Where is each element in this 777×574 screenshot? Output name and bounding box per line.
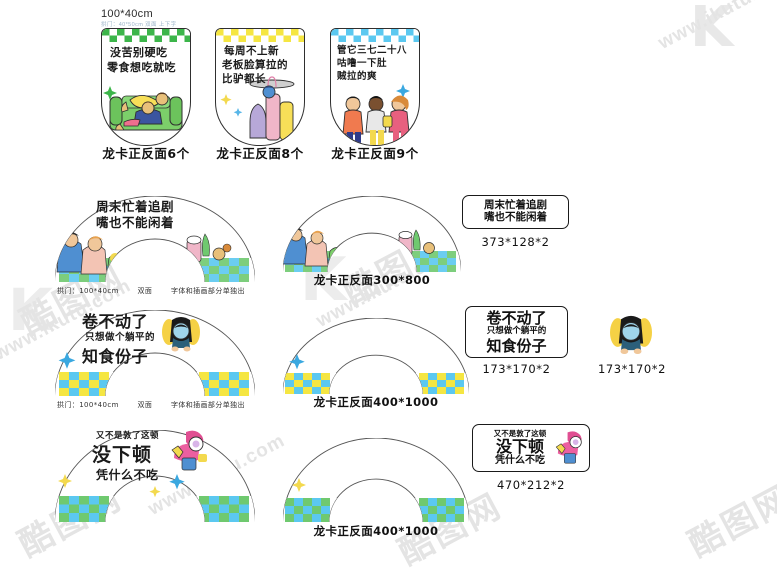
illustration-card-3 xyxy=(331,42,419,145)
card-2-line-2: 老板脸算拉的 xyxy=(222,59,288,71)
illustration-card-1 xyxy=(102,42,190,145)
arch-row-3-center-caption: 龙卡正反面400*1000 xyxy=(313,524,439,538)
arch-row-3-headline-line-2: 没下顿 xyxy=(92,444,153,466)
chip-row-3-line-3: 凭什么不吃 xyxy=(495,455,545,467)
card-1-caption: 龙卡正反面6个 xyxy=(102,146,190,161)
card-1-line-2: 零食想吃就吃 xyxy=(107,61,176,74)
watermark-url-top-right: www.ikutu.com xyxy=(654,0,777,54)
chip-row-2-line-1: 卷不动了 xyxy=(486,308,547,327)
card-2-line-3: 比驴都长 xyxy=(222,73,266,85)
arch-row-2-left[interactable] xyxy=(54,309,256,401)
chip-row-2[interactable]: 卷不动了 只想做个躺平的 知食份子 xyxy=(465,306,568,358)
arch-row-1-spec-0: 拱门：100*40cm xyxy=(57,287,119,295)
card-3-caption: 龙卡正反面9个 xyxy=(331,146,419,161)
chip-row-3-dimension: 470*212*2 xyxy=(496,478,566,492)
arch-row-1-headline-line-1: 周末忙着追剧 xyxy=(96,199,175,214)
arch-row-2-spec-0: 拱门：100*40cm xyxy=(57,401,119,409)
arch-row-3-center[interactable] xyxy=(282,437,470,527)
design-card-2[interactable] xyxy=(215,28,305,146)
arch-row-1-center-caption: 龙卡正反面300*800 xyxy=(313,273,431,287)
chip-row-3-line-2: 没下顿 xyxy=(495,436,544,456)
chip-row-2-dimension: 173*170*2 xyxy=(482,362,551,376)
top-size-sub-note: 拱门：40*50cm 双面 上下字 xyxy=(101,22,177,28)
svg-text:K: K xyxy=(8,276,55,344)
arch-row-2-spec-1: 双面 xyxy=(137,401,153,409)
checker-band-card-1 xyxy=(102,29,190,42)
design-card-3[interactable] xyxy=(330,28,420,146)
eating-character-icon-row-3 xyxy=(168,428,210,477)
arch-row-2-headline-line-3: 知食份子 xyxy=(82,347,149,366)
card-3-line-3: 贼拉的爽 xyxy=(337,71,378,82)
arch-row-3-headline-line-1: 又不是敦了这顿 xyxy=(96,431,160,441)
tangping-character-icon-standalone xyxy=(610,310,652,360)
chip-row-3[interactable]: 又不是敦了这顿 没下顿 凭什么不吃 xyxy=(472,424,590,472)
eating-character-icon-chip-row-3 xyxy=(553,429,587,470)
card-3-line-1: 管它三七二十八 xyxy=(337,45,408,56)
checker-band-card-3 xyxy=(331,29,419,42)
top-size-note: 100*40cm xyxy=(101,8,153,20)
arch-row-1-spec-1: 双面 xyxy=(137,287,153,295)
card-3-line-2: 咕噜一下肚 xyxy=(337,58,388,69)
chip-row-1-line-1: 周末忙着追剧 xyxy=(484,199,547,212)
card-2-line-1: 每周不上新 xyxy=(224,45,279,57)
arch-row-3-left[interactable] xyxy=(54,429,256,527)
illustration-card-2 xyxy=(216,42,304,145)
watermark-cn-bottom-right: 酷图网 xyxy=(682,478,777,565)
design-card-1[interactable] xyxy=(101,28,191,146)
card-1-line-1: 没苦别硬吃 xyxy=(110,46,168,59)
card-2-caption: 龙卡正反面8个 xyxy=(216,146,304,161)
chip-row-2-line-3: 知食份子 xyxy=(486,336,547,355)
arch-row-1-spec: 拱门：100*40cm 双面 字体和插画部分单独出 xyxy=(57,286,261,296)
arch-row-1-left[interactable] xyxy=(54,195,256,287)
watermark-logo-top-right: K xyxy=(690,0,777,73)
checker-band-card-2 xyxy=(216,29,304,42)
arch-row-2-spec: 拱门：100*40cm 双面 字体和插画部分单独出 xyxy=(57,400,261,410)
chip-row-1-line-2: 嘴也不能闲着 xyxy=(484,211,547,223)
chip-row-1[interactable]: 周末忙着追剧 嘴也不能闲着 xyxy=(462,195,569,229)
arch-row-2-headline-line-2: 只想做个躺平的 xyxy=(85,332,156,343)
arch-row-2-center-caption: 龙卡正反面400*1000 xyxy=(313,395,439,409)
standalone-icon-dimension: 173*170*2 xyxy=(597,362,667,376)
chip-row-3-line-1: 又不是敦了这顿 xyxy=(493,428,547,438)
arch-row-1-headline-line-2: 嘴也不能闲着 xyxy=(96,215,175,230)
arch-row-2-spec-2: 字体和插画部分单独出 xyxy=(170,401,245,409)
chip-row-1-dimension: 373*128*2 xyxy=(481,235,550,249)
arch-row-1-spec-2: 字体和插画部分单独出 xyxy=(170,287,245,295)
arch-row-2-center[interactable] xyxy=(282,317,470,399)
svg-text:K: K xyxy=(690,0,736,60)
arch-row-3-headline-line-3: 凭什么不吃 xyxy=(96,468,159,482)
chip-row-2-line-2: 只想做个躺平的 xyxy=(486,326,547,337)
arch-row-1-center[interactable] xyxy=(282,195,462,277)
tangping-character-icon-row-2 xyxy=(162,312,200,357)
arch-row-2-headline-line-1: 卷不动了 xyxy=(82,312,149,331)
